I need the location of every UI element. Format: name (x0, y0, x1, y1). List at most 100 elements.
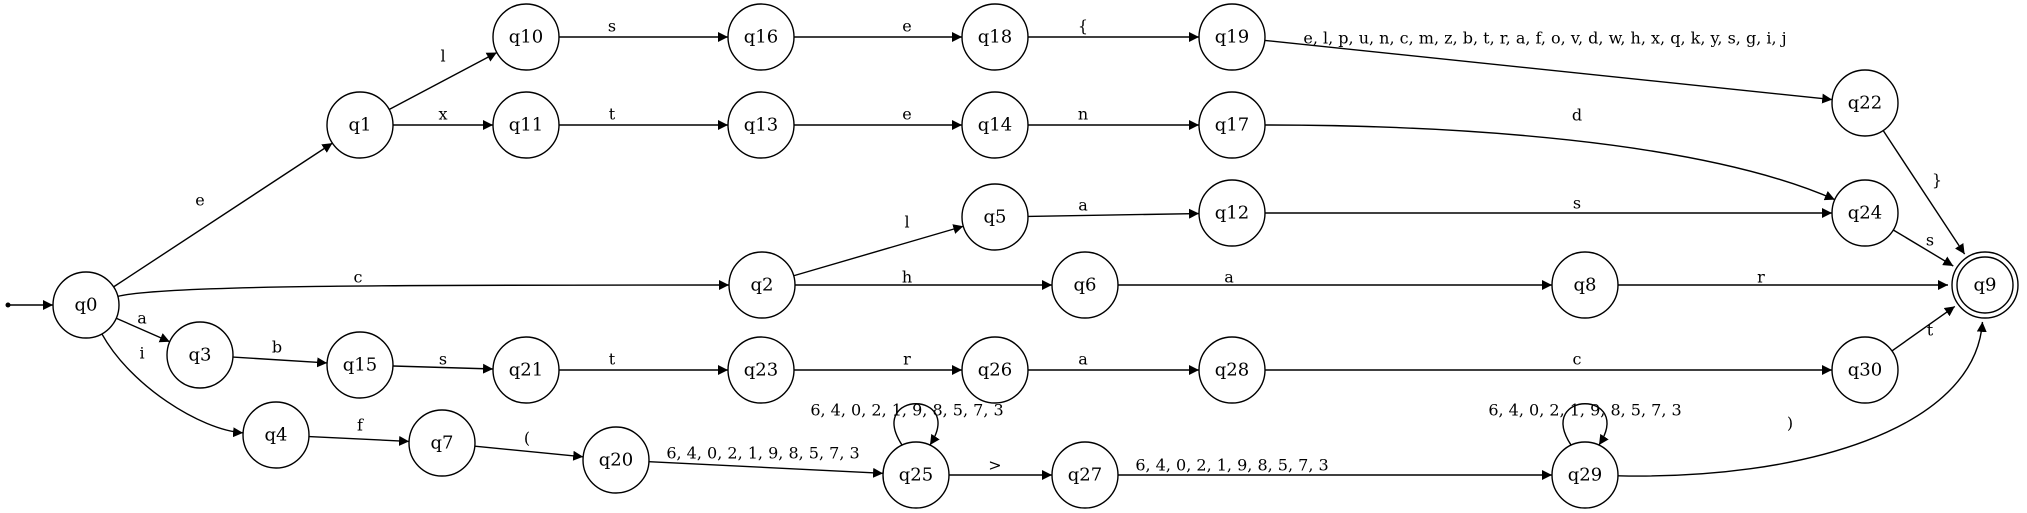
state-label: q27 (1068, 465, 1102, 486)
transition-q20-q25 (648, 460, 884, 478)
state-circle (961, 91, 1029, 159)
state-q7: q7 (408, 409, 476, 477)
state-circle (326, 331, 394, 399)
state-q1: q1 (326, 91, 394, 159)
state-label: q25 (899, 465, 933, 486)
transition-q2-q5 (793, 224, 964, 277)
state-circle (727, 336, 795, 404)
state-label: q20 (599, 450, 633, 471)
accepting-ring (1956, 256, 2014, 314)
transition-q29-q29 (1562, 403, 1609, 446)
state-circle (1198, 91, 1266, 159)
state-q8: q8 (1551, 251, 1619, 319)
transition-q24-q9 (1892, 229, 1954, 267)
state-label: q8 (1574, 275, 1597, 296)
state-circle (1551, 251, 1619, 319)
state-q11: q11 (492, 91, 560, 159)
state-label: q7 (431, 433, 454, 454)
state-circle (1051, 251, 1119, 319)
state-q2: q2 (728, 251, 796, 319)
transition-label-q29-q9: ) (1787, 414, 1793, 433)
state-q24: q24 (1831, 179, 1899, 247)
state-q15: q15 (326, 331, 394, 399)
state-circle (492, 336, 560, 404)
transition-q15-q21 (392, 363, 494, 374)
state-label: q12 (1215, 203, 1249, 224)
start-point (5, 302, 11, 308)
state-q21: q21 (492, 336, 560, 404)
transition-label-q17-q24: d (1572, 106, 1582, 125)
state-circle (727, 91, 795, 159)
state-circle (242, 401, 310, 469)
state-circle (492, 91, 560, 159)
state-label: q3 (189, 345, 212, 366)
state-q28: q28 (1198, 336, 1266, 404)
transition-label-q2-q6: h (902, 268, 912, 287)
state-q0: q0 (52, 271, 120, 339)
transition-label-q25-q27: > (988, 456, 1001, 475)
transition-label-q25-q25: 6, 4, 0, 2, 1, 9, 8, 5, 7, 3 (810, 401, 1003, 420)
transitions-layer (5, 32, 1987, 480)
transition-label-q18-q19: { (1078, 17, 1088, 36)
state-circle (166, 321, 234, 389)
state-q12: q12 (1198, 179, 1266, 247)
transition-q0-q3 (115, 317, 171, 343)
transition-q4-q7 (308, 435, 410, 446)
transition-q0-q1 (113, 142, 333, 288)
transition-label-q7-q20: ( (524, 429, 530, 448)
state-label: q26 (978, 360, 1012, 381)
state-q23: q23 (727, 336, 795, 404)
transition-q17-q24 (1264, 124, 1836, 201)
state-q20: q20 (582, 426, 650, 494)
transition-label-q0-q1: e (195, 191, 204, 210)
state-circle (1831, 336, 1899, 404)
state-label: q0 (75, 295, 98, 316)
state-circle (728, 251, 796, 319)
state-q4: q4 (242, 401, 310, 469)
state-circle (727, 3, 795, 71)
transition-label-q27-q29: 6, 4, 0, 2, 1, 9, 8, 5, 7, 3 (1135, 456, 1328, 475)
state-label: q28 (1215, 360, 1249, 381)
state-label: q30 (1848, 360, 1882, 381)
transition-q0-q2 (117, 280, 730, 298)
transition-label-q30-q9: t (1927, 321, 1934, 340)
state-label: q29 (1568, 465, 1602, 486)
transition-label-q24-q9: s (1926, 231, 1934, 250)
state-q27: q27 (1051, 441, 1119, 509)
transition-label-q22-q9: } (1932, 171, 1942, 190)
state-q5: q5 (961, 183, 1029, 251)
state-label: q13 (744, 115, 778, 136)
transition-q22-q9 (1882, 130, 1966, 255)
state-q29: q29 (1551, 441, 1619, 509)
state-label: q1 (349, 115, 372, 136)
state-circle (582, 426, 650, 494)
state-label: q10 (509, 27, 543, 48)
state-circle (1831, 69, 1899, 137)
state-label: q11 (509, 115, 543, 136)
state-label: q23 (744, 360, 778, 381)
state-circle (408, 409, 476, 477)
state-label: q21 (509, 360, 543, 381)
state-label: q14 (978, 115, 1012, 136)
state-label: q5 (984, 207, 1007, 228)
transition-label-q0-q3: a (137, 309, 147, 328)
transition-label-q3-q15: b (272, 338, 282, 357)
state-q3: q3 (166, 321, 234, 389)
transition-label-q1-q11: x (438, 105, 447, 124)
state-circle (1198, 3, 1266, 71)
transition-label-q16-q18: e (902, 17, 911, 36)
transition-q25-q25 (893, 403, 940, 446)
transition-label-q29-q29: 6, 4, 0, 2, 1, 9, 8, 5, 7, 3 (1488, 401, 1681, 420)
transition-label-q23-q26: r (903, 350, 911, 369)
transition-q5-q12 (1027, 208, 1200, 219)
transition-q30-q9 (1891, 305, 1956, 352)
transition-q3-q15 (232, 356, 328, 368)
state-q18: q18 (961, 3, 1029, 71)
state-q14: q14 (961, 91, 1029, 159)
state-circle (326, 91, 394, 159)
transition-label-q4-q7: f (357, 416, 364, 435)
state-circle (961, 3, 1029, 71)
state-circle (1198, 336, 1266, 404)
